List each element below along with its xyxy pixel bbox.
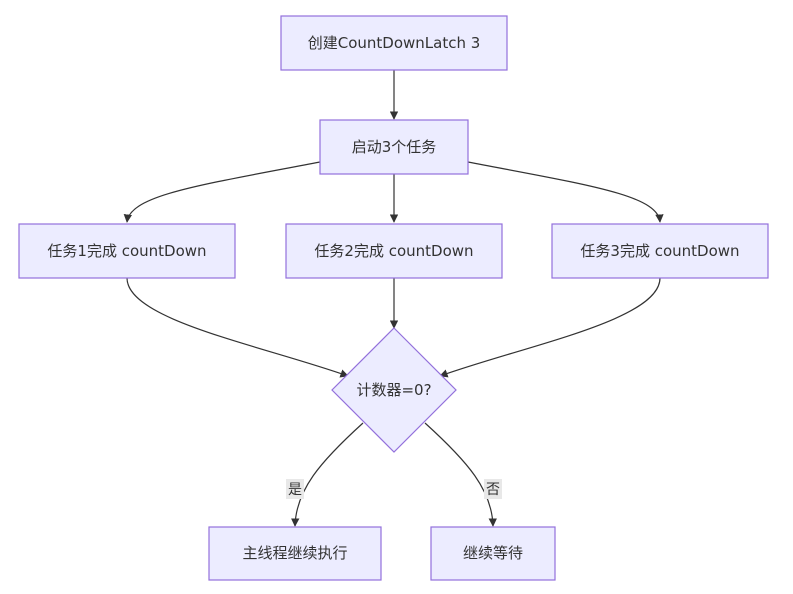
edges [123,70,664,527]
node-start-tasks-label: 启动3个任务 [352,138,437,156]
edge-label-no: 否 [484,479,502,499]
node-start-tasks: 启动3个任务 [319,119,469,175]
node-create-latch: 创建CountDownLatch 3 [280,15,508,71]
node-task2-done: 任务2完成 countDown [285,223,503,279]
edge-task1-to-check [126,277,349,378]
node-task2-done-label: 任务2完成 countDown [314,242,473,260]
edge-check-to-wait [424,422,497,527]
edge-label-yes-text: 是 [288,482,302,498]
node-task3-done-label: 任务3完成 countDown [580,242,739,260]
edge-start-to-task1 [123,161,321,223]
node-main-continue-label: 主线程继续执行 [242,544,347,562]
edge-check-to-main [291,422,364,527]
node-counter-check: 计数器=0? [331,327,457,453]
node-keep-waiting: 继续等待 [430,526,556,581]
node-task1-done: 任务1完成 countDown [18,223,236,279]
node-counter-check-label: 计数器=0? [356,381,431,399]
node-main-continue: 主线程继续执行 [208,526,382,581]
node-task3-done: 任务3完成 countDown [551,223,769,279]
edge-task3-to-check [439,277,661,378]
edge-label-no-text: 否 [486,482,500,498]
node-keep-waiting-label: 继续等待 [463,544,523,562]
node-create-latch-label: 创建CountDownLatch 3 [308,34,481,52]
node-task1-done-label: 任务1完成 countDown [47,242,206,260]
edge-label-yes: 是 [286,479,304,499]
edge-start-to-task3 [467,161,664,223]
